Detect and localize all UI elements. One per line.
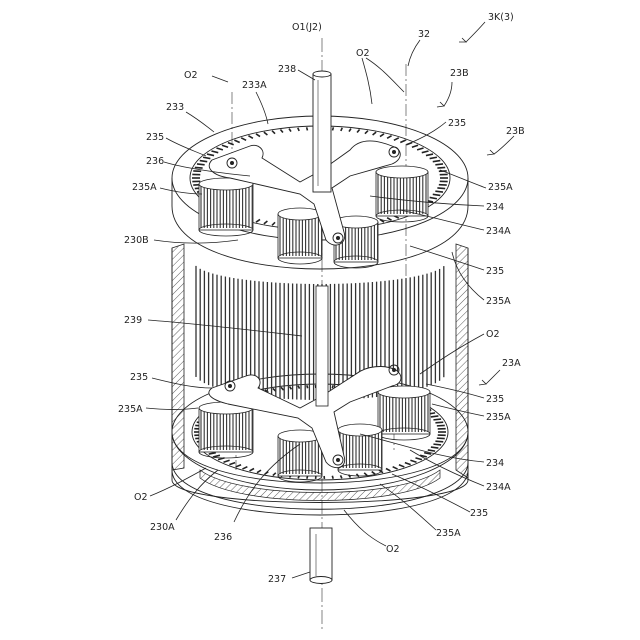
label-234-bot: 234	[486, 458, 504, 469]
label-236-top: 236	[146, 156, 164, 167]
output-shaft-237	[310, 528, 332, 584]
label-235a-br: 235A	[486, 412, 511, 423]
label-233a: 233A	[242, 80, 267, 91]
label-235a-tr: 235A	[488, 182, 513, 193]
shaft-239	[316, 286, 328, 406]
label-235a-mid: 235A	[486, 296, 511, 307]
label-239: 239	[124, 315, 142, 326]
label-235a-tl: 235A	[132, 182, 157, 193]
label-o2-bot-left: O2	[134, 492, 148, 503]
label-230b: 230B	[124, 235, 149, 246]
label-233: 233	[166, 102, 184, 113]
label-23b-a: 23B	[450, 68, 469, 79]
label-o2-bot: O2	[386, 544, 400, 555]
label-235a-bot: 235A	[436, 528, 461, 539]
label-o2-mid: O2	[486, 329, 500, 340]
label-23a: 23A	[502, 358, 521, 369]
label-235-tl: 235	[146, 132, 164, 143]
label-235a-bl: 235A	[118, 404, 143, 415]
label-234-top: 234	[486, 202, 504, 213]
label-235-bot: 235	[470, 508, 488, 519]
label-3k: 3K(3)	[488, 12, 514, 23]
label-235-mid: 235	[486, 266, 504, 277]
label-235-tr: 235	[448, 118, 466, 129]
label-o2-top-left: O2	[184, 70, 198, 81]
label-234a-bot: 234A	[486, 482, 511, 493]
input-shaft-238	[313, 71, 331, 192]
label-o1: O1(J2)	[292, 22, 322, 33]
label-o2-top-right: O2	[356, 48, 370, 59]
label-235-br: 235	[486, 394, 504, 405]
label-23b-b: 23B	[506, 126, 525, 137]
label-32: 32	[418, 29, 430, 40]
label-237: 237	[268, 574, 286, 585]
label-236-bot: 236	[214, 532, 232, 543]
label-238: 238	[278, 64, 296, 75]
label-234a-top: 234A	[486, 226, 511, 237]
label-230a: 230A	[150, 522, 175, 533]
label-235-bl: 235	[130, 372, 148, 383]
